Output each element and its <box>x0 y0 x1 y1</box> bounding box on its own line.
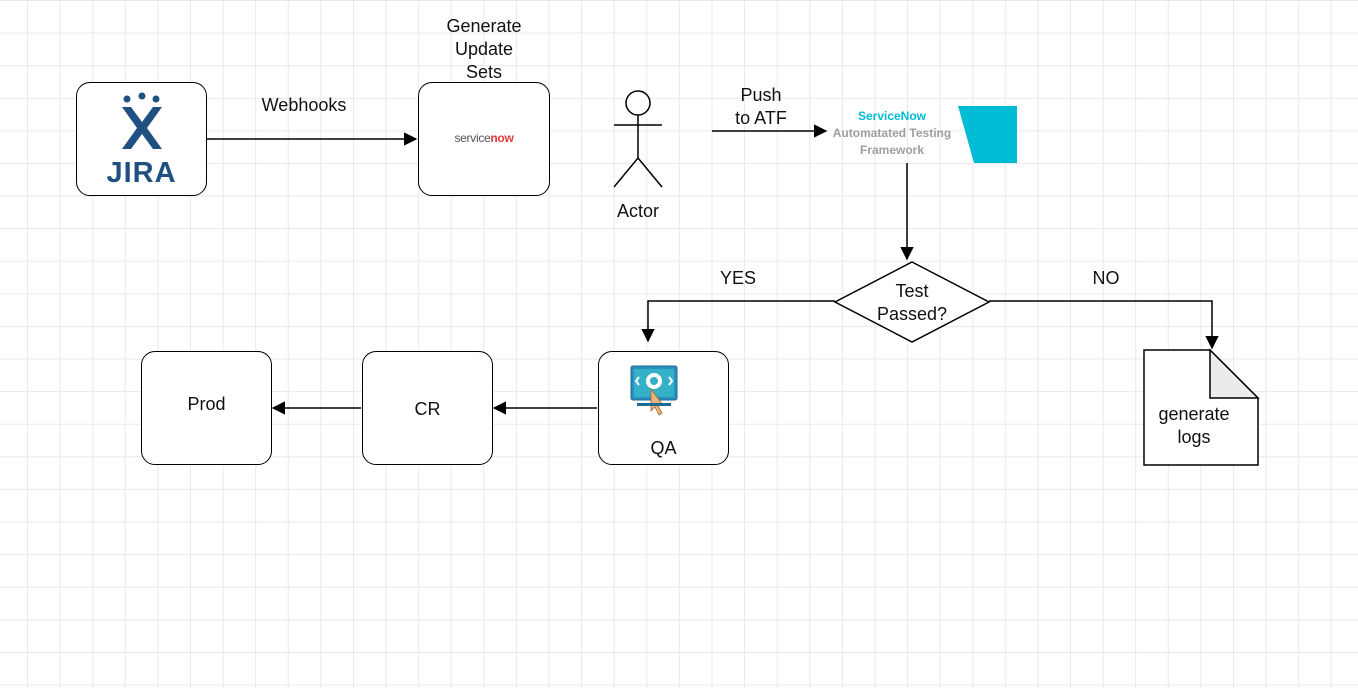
cr-label: CR <box>414 399 441 419</box>
jira-logo-icon <box>122 92 162 149</box>
servicenow-logo-suffix: now <box>490 131 514 145</box>
cr-node[interactable]: CR <box>362 351 493 465</box>
atf-text-line2: Automatated Testing <box>832 126 952 140</box>
servicenow-logo: servicenow <box>419 131 549 145</box>
servicenow-title: Generate Update Sets <box>446 16 522 82</box>
logs-label: generate logs <box>1158 404 1230 447</box>
qa-node[interactable]: QA <box>598 351 729 465</box>
edge-yes <box>641 300 835 343</box>
qa-monitor-gear-icon <box>630 365 678 416</box>
atf-text-line3: Framework <box>859 143 925 157</box>
decision-label: Test Passed? <box>876 281 948 324</box>
atf-logo-icon <box>958 106 1017 163</box>
qa-label: QA <box>650 438 677 458</box>
atf-text-line1: ServiceNow <box>857 109 927 123</box>
prod-node[interactable]: Prod <box>141 351 272 465</box>
jira-logo-text: JIRA <box>106 157 177 189</box>
edge-label-webhooks: Webhooks <box>261 95 347 115</box>
atf-node[interactable]: ServiceNow Automatated Testing Framework <box>826 104 1018 164</box>
prod-label: Prod <box>187 394 226 414</box>
actor-label: Actor <box>616 201 659 221</box>
edge-label-no: NO <box>1092 268 1120 288</box>
jira-node[interactable]: JIRA <box>76 82 207 196</box>
edge-label-push-to-atf: Push to ATF <box>735 85 787 128</box>
edge-label-yes: YES <box>719 268 757 288</box>
stick-figure-icon[interactable] <box>613 90 663 188</box>
document-fold-icon <box>1209 348 1260 399</box>
edge-no <box>989 300 1219 350</box>
servicenow-node[interactable]: servicenow <box>418 82 550 196</box>
decision-diamond[interactable] <box>833 261 991 343</box>
servicenow-logo-prefix: service <box>454 131 491 145</box>
